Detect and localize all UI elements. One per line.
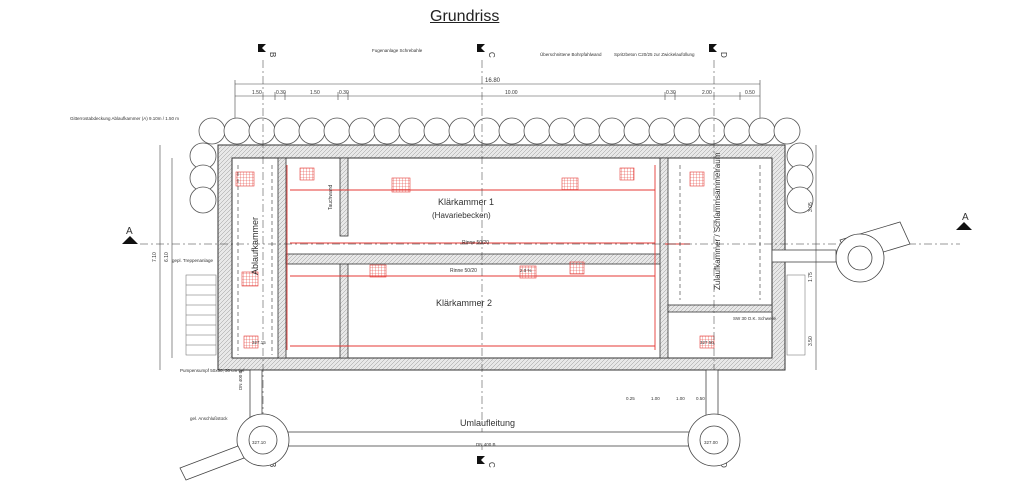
hidden-lines (237, 165, 761, 355)
pile-circle (498, 117, 526, 145)
room-klaerkammer-2: Klärkammer 2 (436, 298, 492, 308)
section-mark-bottom-b: B (268, 462, 277, 467)
section-lines (140, 60, 960, 450)
pile-circle (448, 117, 476, 145)
pile-circle (648, 117, 676, 145)
ring-pipe (179, 221, 911, 481)
dim-part: 1.50 (310, 90, 320, 96)
dim-part: 2.00 (702, 90, 712, 96)
pile-circle (573, 117, 601, 145)
dim-right-vert: 3.05 (808, 202, 814, 212)
pile-circle (298, 117, 326, 145)
dim-part: 0.50 (745, 90, 755, 96)
dim-part: 1.50 (252, 90, 262, 96)
rinne-label: Rinne 50/20 (450, 268, 477, 274)
pile-circle (786, 186, 814, 214)
dim-bottom: 1.00 (651, 396, 660, 401)
room-klaerkammer-1-sub: (Havariebecken) (432, 211, 491, 220)
dim-part: 0.30 (276, 90, 286, 96)
pile-circle (423, 117, 451, 145)
pile-circle (773, 117, 801, 145)
dim-left-vert: 6.10 (164, 252, 170, 262)
dim-bottom: 1.00 (676, 396, 685, 401)
room-ablaufkammer: Ablaufkammer (250, 217, 260, 275)
dn-left: DN 400 B (238, 370, 243, 390)
pile-circle (748, 117, 776, 145)
vertical-dim-lines (159, 145, 817, 370)
dim-right-vert: 3.50 (808, 336, 814, 346)
top-dimension-chain (234, 80, 761, 118)
slope-label: 2.0 % (520, 268, 532, 273)
dim-right-vert: 1.75 (808, 272, 814, 282)
section-mark-bottom-c: C (487, 462, 496, 468)
schwelle-label: SW 30 O.K. Schwelle (733, 316, 777, 321)
dim-part: 0.30 (339, 90, 349, 96)
pile-circle (273, 117, 301, 145)
dim-part: 0.30 (666, 90, 676, 96)
pile-circle (523, 117, 551, 145)
section-mark-top-b: B (268, 52, 277, 57)
dim-bottom: 0.50 (696, 396, 705, 401)
treppe-label: gepl. Treppenanlage (172, 258, 214, 263)
pile-circle (189, 186, 217, 214)
note-spritzbeton: Spritzbeton C20/25 zur Zwickelaufüllung (614, 52, 695, 57)
rinne-label: Rinne 50/20 (462, 240, 489, 246)
pile-circle (548, 117, 576, 145)
bored-pile-wall (189, 117, 814, 214)
anschluss-label: gel. Anschlußstück (190, 416, 228, 421)
pile-circle (623, 117, 651, 145)
pile-circle (698, 117, 726, 145)
section-mark-right-a: A (962, 212, 969, 223)
pile-circle (673, 117, 701, 145)
pile-circle (473, 117, 501, 145)
note-gitterrost: Gitterrostabdeckung Ablaufkammer (A) 9.1… (70, 116, 179, 121)
pumpensumpf-label: Pumpensumpf 50x50, 30 cm tief (180, 368, 245, 373)
stairs (185, 274, 806, 356)
note-bohrpfahl: Überschnittene Bohrpfahlwand (540, 51, 602, 57)
section-mark-top-d: D (719, 52, 728, 58)
elev-ring-left: 327.10 (252, 440, 266, 445)
pile-circle (323, 117, 351, 145)
pile-circle (248, 117, 276, 145)
section-mark-top-c: C (487, 52, 496, 58)
dim-bottom: 0.25 (626, 396, 635, 401)
section-mark-bottom-d: D (719, 462, 728, 468)
inner-walls (277, 157, 773, 359)
section-mark-left-a: A (126, 226, 133, 237)
pile-circle (373, 117, 401, 145)
elev-right: 327.50 (700, 340, 714, 345)
elev-left: 327.15 (252, 340, 266, 345)
pile-circle (198, 117, 226, 145)
dim-overall: 16.80 (485, 78, 501, 84)
ring-pipe-label: Umlaufleitung (460, 418, 515, 428)
dn-ring: DN 400 B (476, 442, 496, 447)
pile-circle (723, 117, 751, 145)
outer-wall (217, 144, 786, 371)
reinforcement-mesh (235, 167, 715, 349)
room-klaerkammer-1: Klärkammer 1 (438, 197, 494, 207)
room-zulaufkammer: Zulaufkammer / Schlammsammelraum (713, 152, 722, 290)
elev-ring-right: 327.00 (704, 440, 718, 445)
dim-left-vert: 7.10 (152, 252, 158, 262)
pile-circle (598, 117, 626, 145)
page-title: Grundriss (430, 8, 500, 25)
note-fugen: Fugenanlage Schrebahle (372, 48, 423, 53)
dim-part: 10.00 (505, 90, 518, 96)
pile-circle (223, 117, 251, 145)
pile-circle (348, 117, 376, 145)
pile-circle (398, 117, 426, 145)
tauchwand-label: Tauchwand (328, 184, 334, 210)
